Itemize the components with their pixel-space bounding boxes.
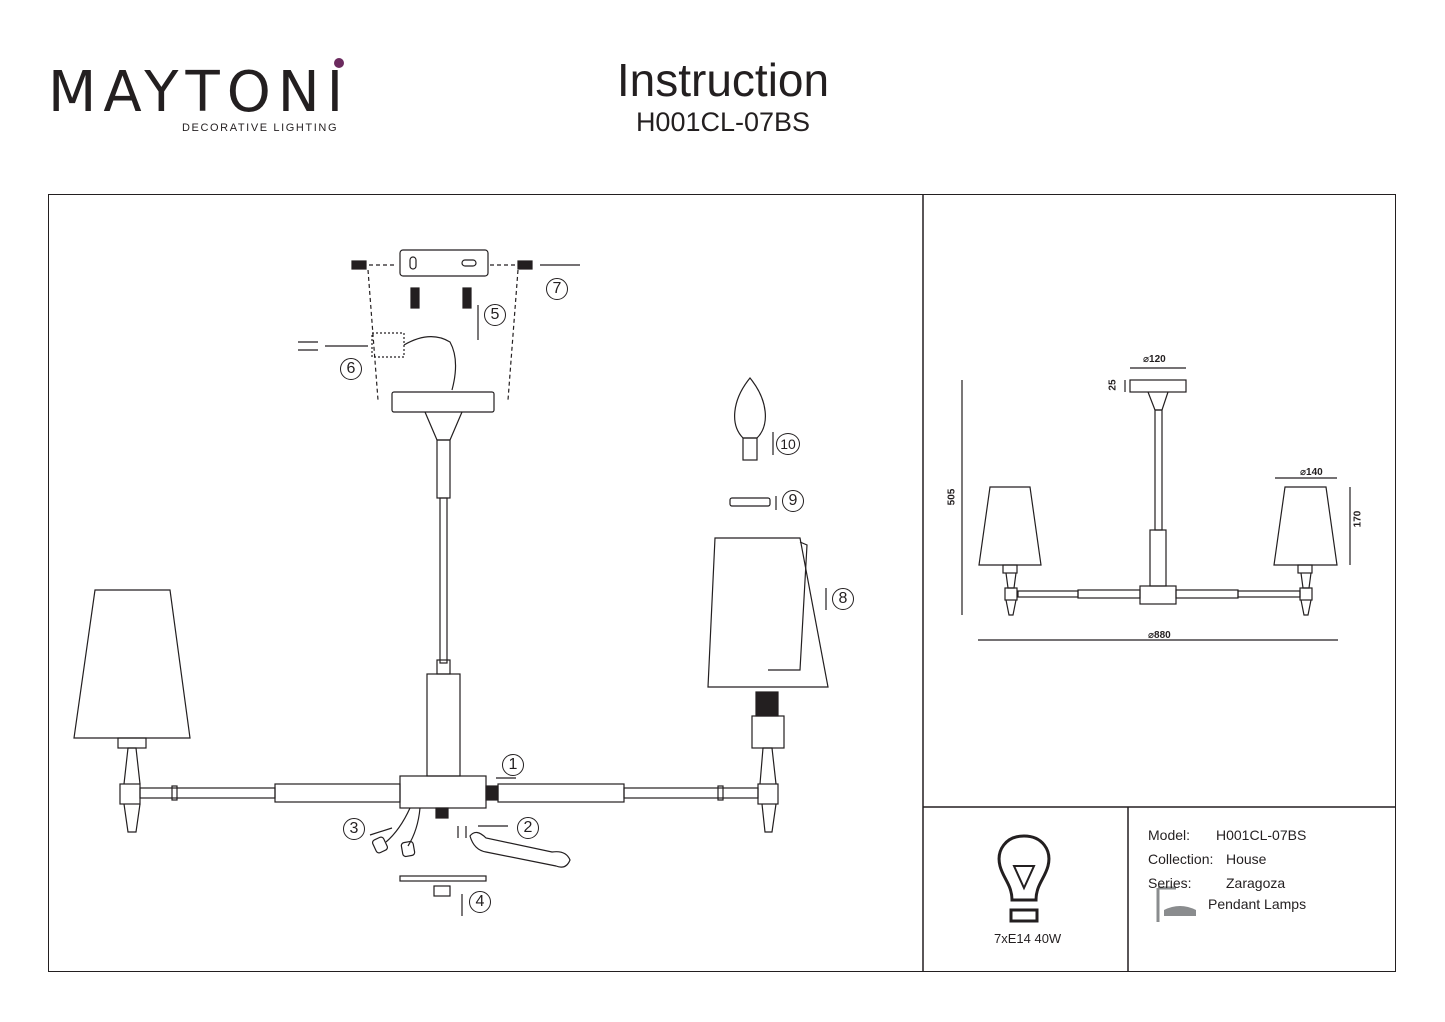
series-label: Series:: [1148, 875, 1192, 891]
bulb-icon: [997, 834, 1051, 923]
mounting-bracket-assembly: [298, 249, 580, 401]
model-label: Model:: [1148, 827, 1191, 843]
dim-total-height: 505: [946, 488, 958, 506]
dim-shade-diameter: ⌀140: [1300, 467, 1323, 478]
brand-logo: MAYTONI DECORATIVE LIGHTING: [48, 58, 348, 138]
model-value: H001CL-07BS: [1216, 827, 1307, 843]
lamp-shade-exploded: [707, 377, 829, 688]
wiring-and-tools: [369, 777, 571, 916]
dim-total-width: ⌀880: [1148, 630, 1171, 641]
step-label-4: 4: [469, 891, 491, 913]
instruction-frame: [48, 194, 1396, 972]
collection-label: Collection:: [1148, 851, 1214, 867]
logo-dot: [334, 58, 344, 68]
chandelier-body: [117, 391, 785, 833]
dim-shade-height: 170: [1352, 510, 1364, 528]
series-value: Zaragoza: [1226, 875, 1286, 891]
step-label-2: 2: [517, 817, 539, 839]
page-title: Instruction: [616, 54, 830, 106]
logo-wordmark: MAYTONI: [48, 60, 351, 125]
page-model-number: H001CL-07BS: [635, 107, 811, 137]
step-label-3: 3: [343, 818, 365, 840]
lamp-shade-left: [73, 589, 191, 739]
step-label-6: 6: [340, 358, 362, 380]
step-label-8: 8: [832, 588, 854, 610]
dimension-drawing: [961, 367, 1351, 641]
dim-canopy-height: 25: [1107, 379, 1119, 391]
bulb-spec: 7xE14 40W: [994, 931, 1062, 946]
step-label-1: 1: [502, 754, 524, 776]
step-label-5: 5: [484, 304, 506, 326]
step-label-9: 9: [782, 490, 804, 512]
pendant-lamp-icon: [1156, 886, 1196, 922]
logo-subtitle: DECORATIVE LIGHTING: [182, 122, 339, 134]
type-value: Pendant Lamps: [1208, 896, 1307, 912]
step-label-7: 7: [546, 278, 568, 300]
dim-canopy-diameter: ⌀120: [1143, 354, 1166, 365]
step-label-10: 10: [776, 433, 800, 455]
collection-value: House: [1226, 851, 1267, 867]
